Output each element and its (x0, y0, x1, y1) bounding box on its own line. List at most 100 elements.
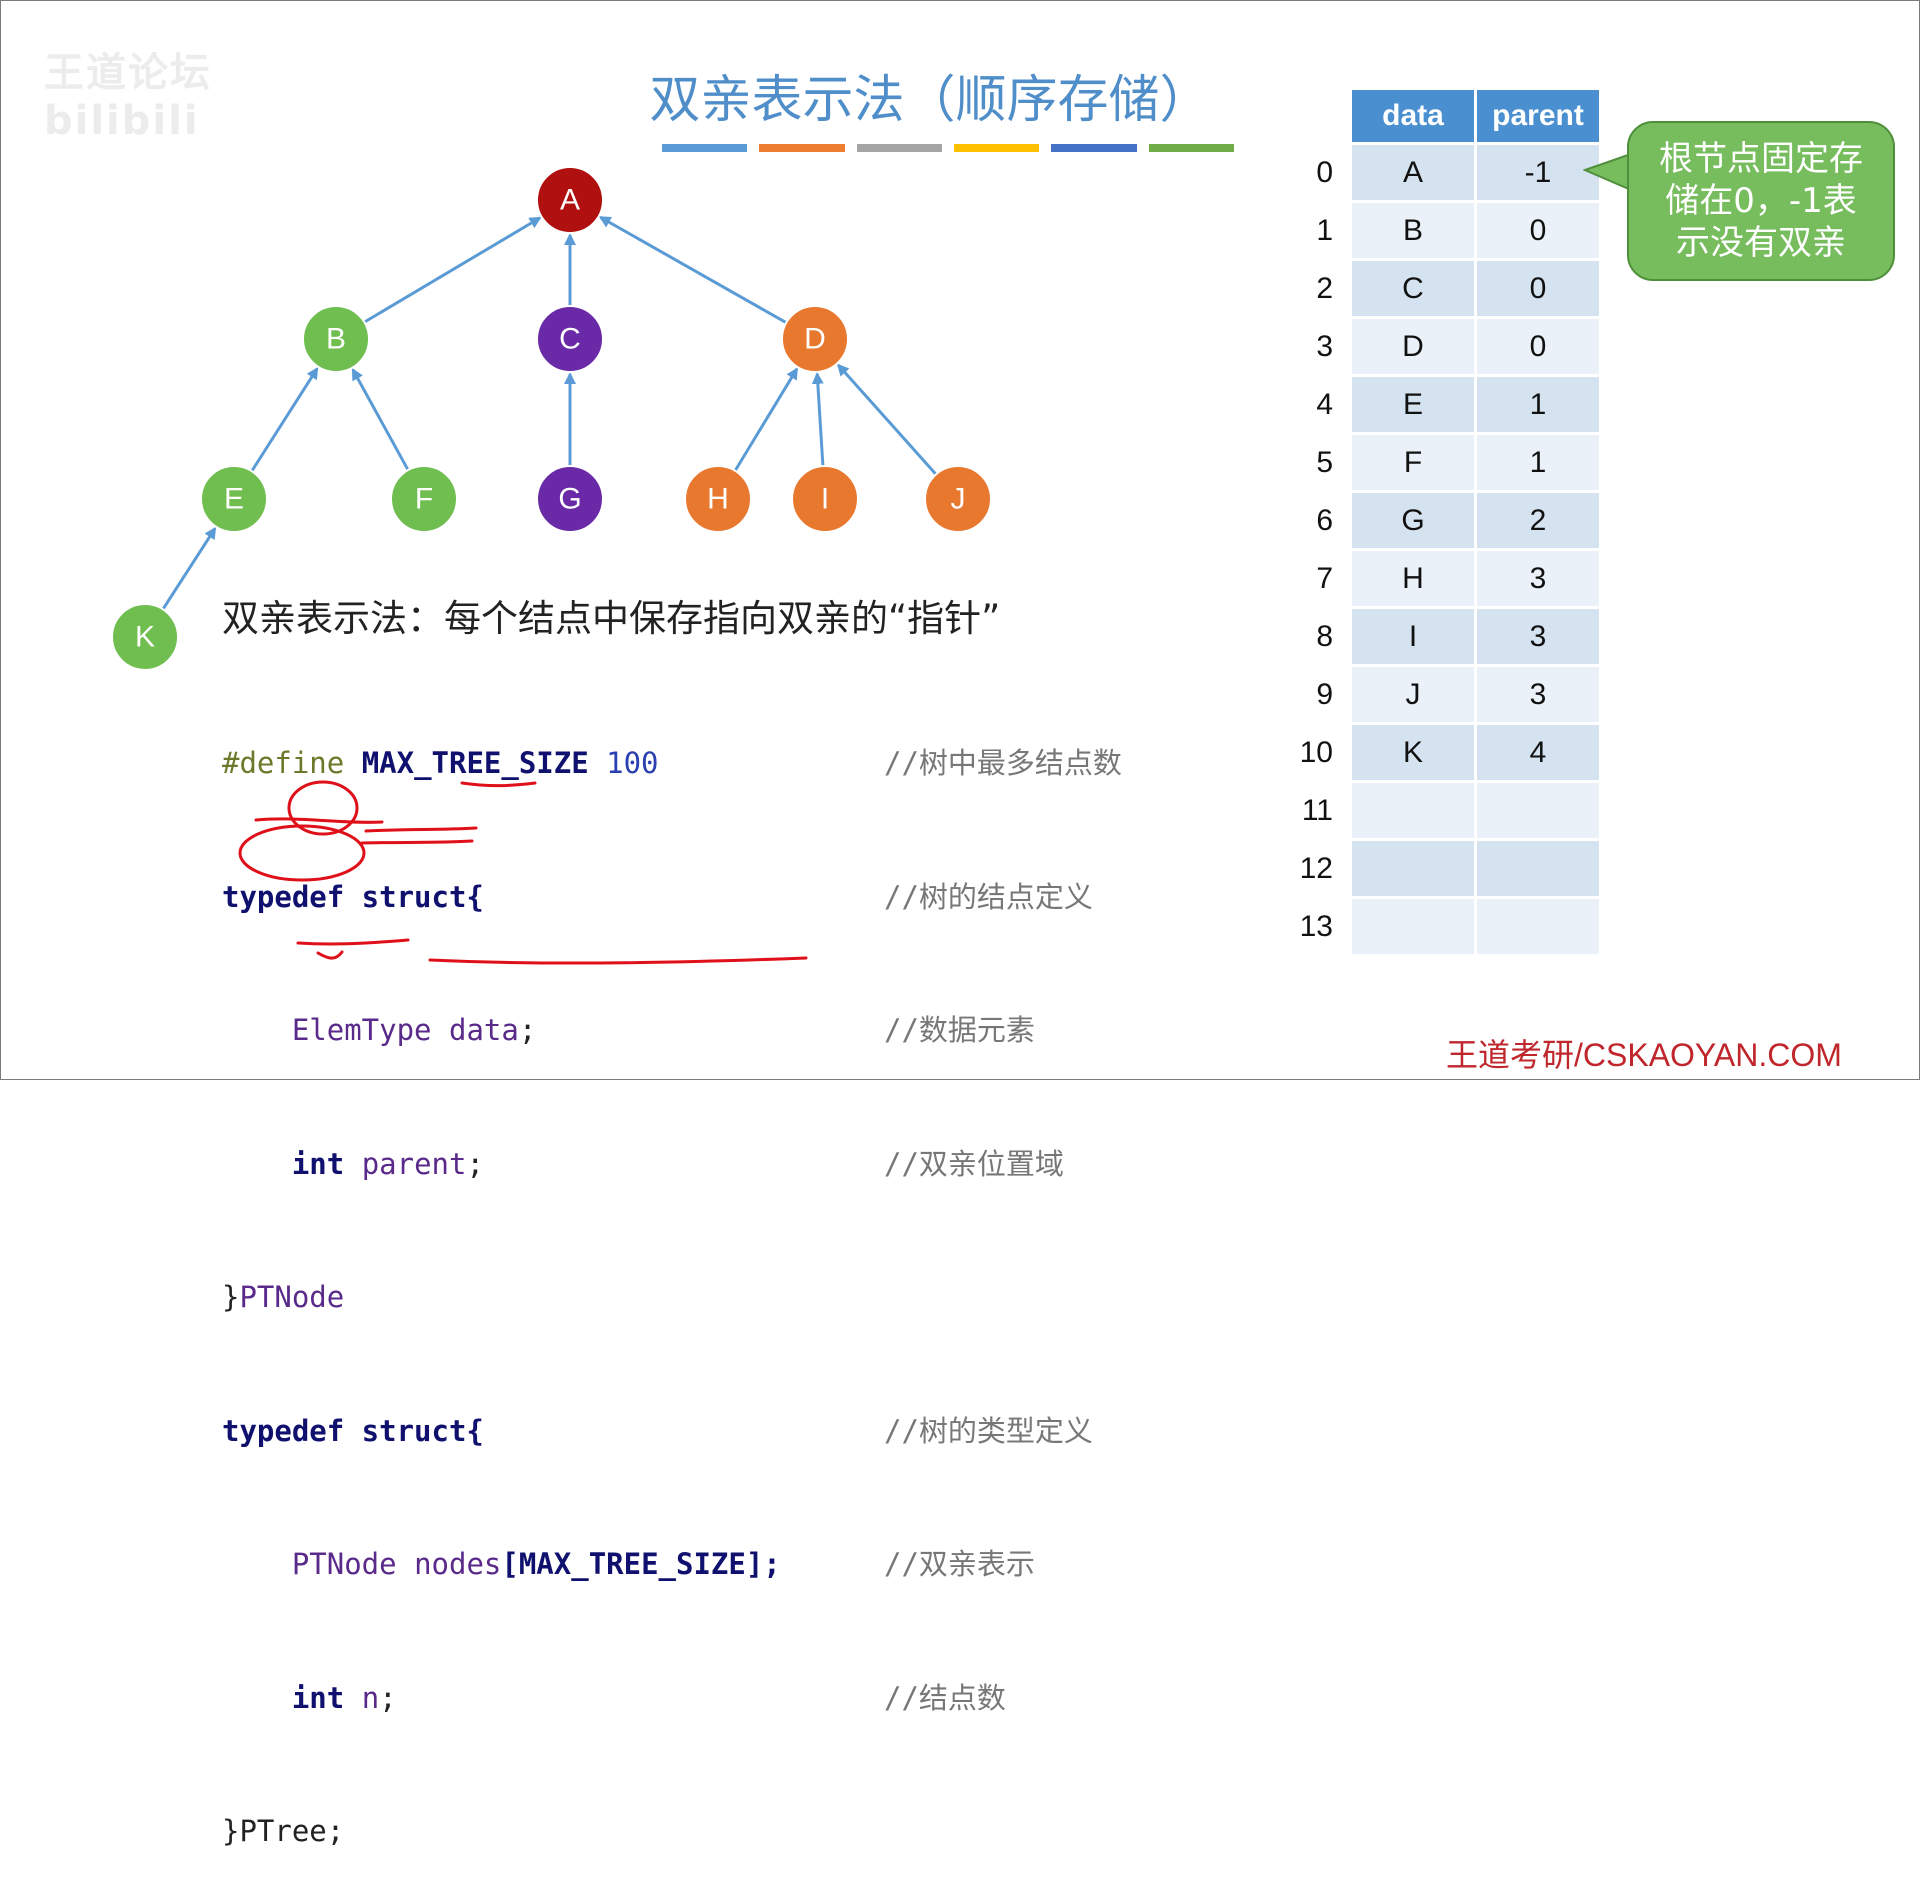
code-comments: //树中最多结点数 //树的结点定义 //数据元素 //双亲位置域 //树的类型… (884, 652, 1244, 1898)
node-label: J (951, 483, 966, 516)
node-circle (536, 465, 604, 533)
callout-line: 储在0，-1表 (1665, 181, 1857, 221)
edge-K-to-E (161, 526, 217, 611)
node-circle (781, 305, 849, 373)
code-line-1: #define MAX_TREE_SIZE 100 (222, 741, 882, 786)
code-line-9: }PTree; (222, 1809, 882, 1854)
code-block: #define MAX_TREE_SIZE 100 typedef struct… (222, 652, 882, 1898)
code-typedef-struct: typedef struct{ (222, 1413, 484, 1448)
cell-parent: 0 (1477, 203, 1599, 258)
brand-footer: 王道考研/CSKAOYAN.COM (1446, 1037, 1842, 1073)
tree-node-E: E (200, 465, 268, 533)
cell-parent (1477, 899, 1599, 954)
cell-data (1352, 899, 1474, 954)
node-label: D (804, 323, 826, 356)
node-circle (684, 465, 752, 533)
cell-parent: 3 (1477, 609, 1599, 664)
row-index: 4 (1283, 377, 1349, 432)
cell-parent (1477, 783, 1599, 838)
code-ptree-name: PTree; (239, 1814, 345, 1848)
slide-title: 双亲表示法（顺序存储） (649, 71, 1211, 130)
code-field-nodes: nodes (414, 1547, 502, 1581)
node-circle (302, 305, 370, 373)
cell-parent (1477, 841, 1599, 896)
node-circle (200, 465, 268, 533)
code-brace: } (222, 1280, 240, 1314)
edge-I-to-D (811, 371, 825, 467)
code-line-6: typedef struct{ (222, 1409, 882, 1454)
code-comment (884, 1809, 1244, 1854)
table-row: 13 (1283, 899, 1599, 954)
underline-bar-5 (1051, 144, 1137, 152)
code-comment: //双亲表示 (884, 1547, 1035, 1581)
description-text: 双亲表示法：每个结点中保存指向双亲的“指针” (222, 597, 1001, 640)
node-label: I (821, 483, 829, 516)
underline-bar-4 (953, 144, 1040, 152)
row-index: 6 (1283, 493, 1349, 548)
code-ptnode-type: PTNode (291, 1547, 397, 1581)
code-comment: //数据元素 (884, 1013, 1035, 1047)
row-index: 7 (1283, 551, 1349, 606)
table-header-row: data parent (1283, 90, 1599, 142)
cell-parent: -1 (1477, 145, 1599, 200)
underline-bar-6 (1148, 144, 1234, 152)
node-label: K (135, 621, 155, 654)
code-constant-name: MAX_TREE_SIZE (361, 746, 589, 780)
node-label: B (326, 323, 346, 356)
code-elemtype: ElemType (291, 1013, 432, 1047)
code-constant-value: 100 (606, 746, 659, 780)
node-label: F (415, 483, 433, 516)
code-semicolon: ; (379, 1680, 397, 1715)
tree-node-A: A (536, 166, 604, 234)
node-circle (924, 465, 992, 533)
cell-data: G (1352, 493, 1474, 548)
column-header-parent: parent (1477, 90, 1599, 142)
cell-data: A (1352, 145, 1474, 200)
row-index: 10 (1283, 725, 1349, 780)
code-semicolon: ; (518, 1013, 537, 1047)
edge-F-to-B (351, 367, 410, 471)
code-field-n: n (361, 1680, 380, 1715)
row-index: 1 (1283, 203, 1349, 258)
row-index: 5 (1283, 435, 1349, 490)
row-index: 8 (1283, 609, 1349, 664)
cell-data (1352, 841, 1474, 896)
cell-data: C (1352, 261, 1474, 316)
callout-line: 示没有双亲 (1676, 223, 1846, 263)
table-row: 12 (1283, 841, 1599, 896)
callout-pointer (1583, 152, 1632, 192)
tree-node-F: F (390, 465, 458, 533)
underline-bar-2 (759, 144, 845, 152)
code-semicolon: ; (466, 1146, 484, 1181)
tree-node-K: K (111, 603, 179, 671)
underline-bar-3 (856, 144, 942, 152)
column-header-data: data (1352, 90, 1474, 142)
code-typedef-struct: typedef struct{ (222, 879, 484, 914)
watermark-logo: 王道论坛 bilibili (44, 50, 212, 144)
code-brace: } (222, 1814, 240, 1848)
code-line-8: int n; (222, 1676, 882, 1721)
row-index: 9 (1283, 667, 1349, 722)
edge-J-to-D (836, 363, 938, 476)
code-line-3: ElemType data; (222, 1008, 882, 1053)
edge-E-to-B (250, 366, 319, 472)
code-comment: //树中最多结点数 (884, 746, 1122, 780)
title-underline (662, 144, 1234, 154)
node-circle (791, 465, 859, 533)
callout-line: 根节点固定存 (1659, 139, 1863, 179)
edge-B-to-A (363, 216, 542, 324)
cell-data: E (1352, 377, 1474, 432)
tree-edges (161, 215, 938, 611)
node-circle (536, 166, 604, 234)
edge-D-to-A (598, 215, 788, 325)
